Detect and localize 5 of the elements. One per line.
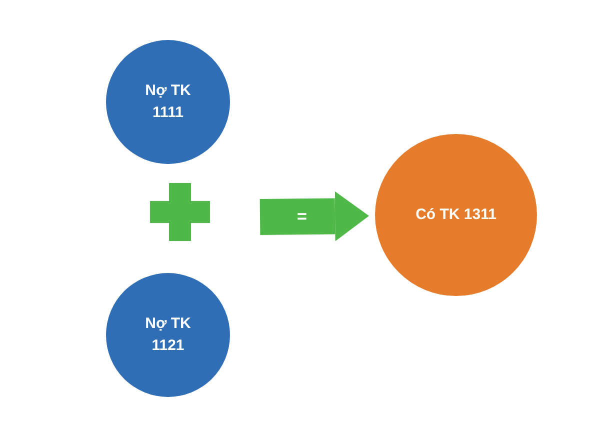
block-arrow: [260, 191, 369, 242]
edge-label: =: [296, 206, 308, 228]
node-label: Nợ TK 1111: [144, 81, 192, 123]
node-label: Có TK 1311: [416, 205, 496, 225]
node-label: Nợ TK 1121: [144, 314, 192, 356]
